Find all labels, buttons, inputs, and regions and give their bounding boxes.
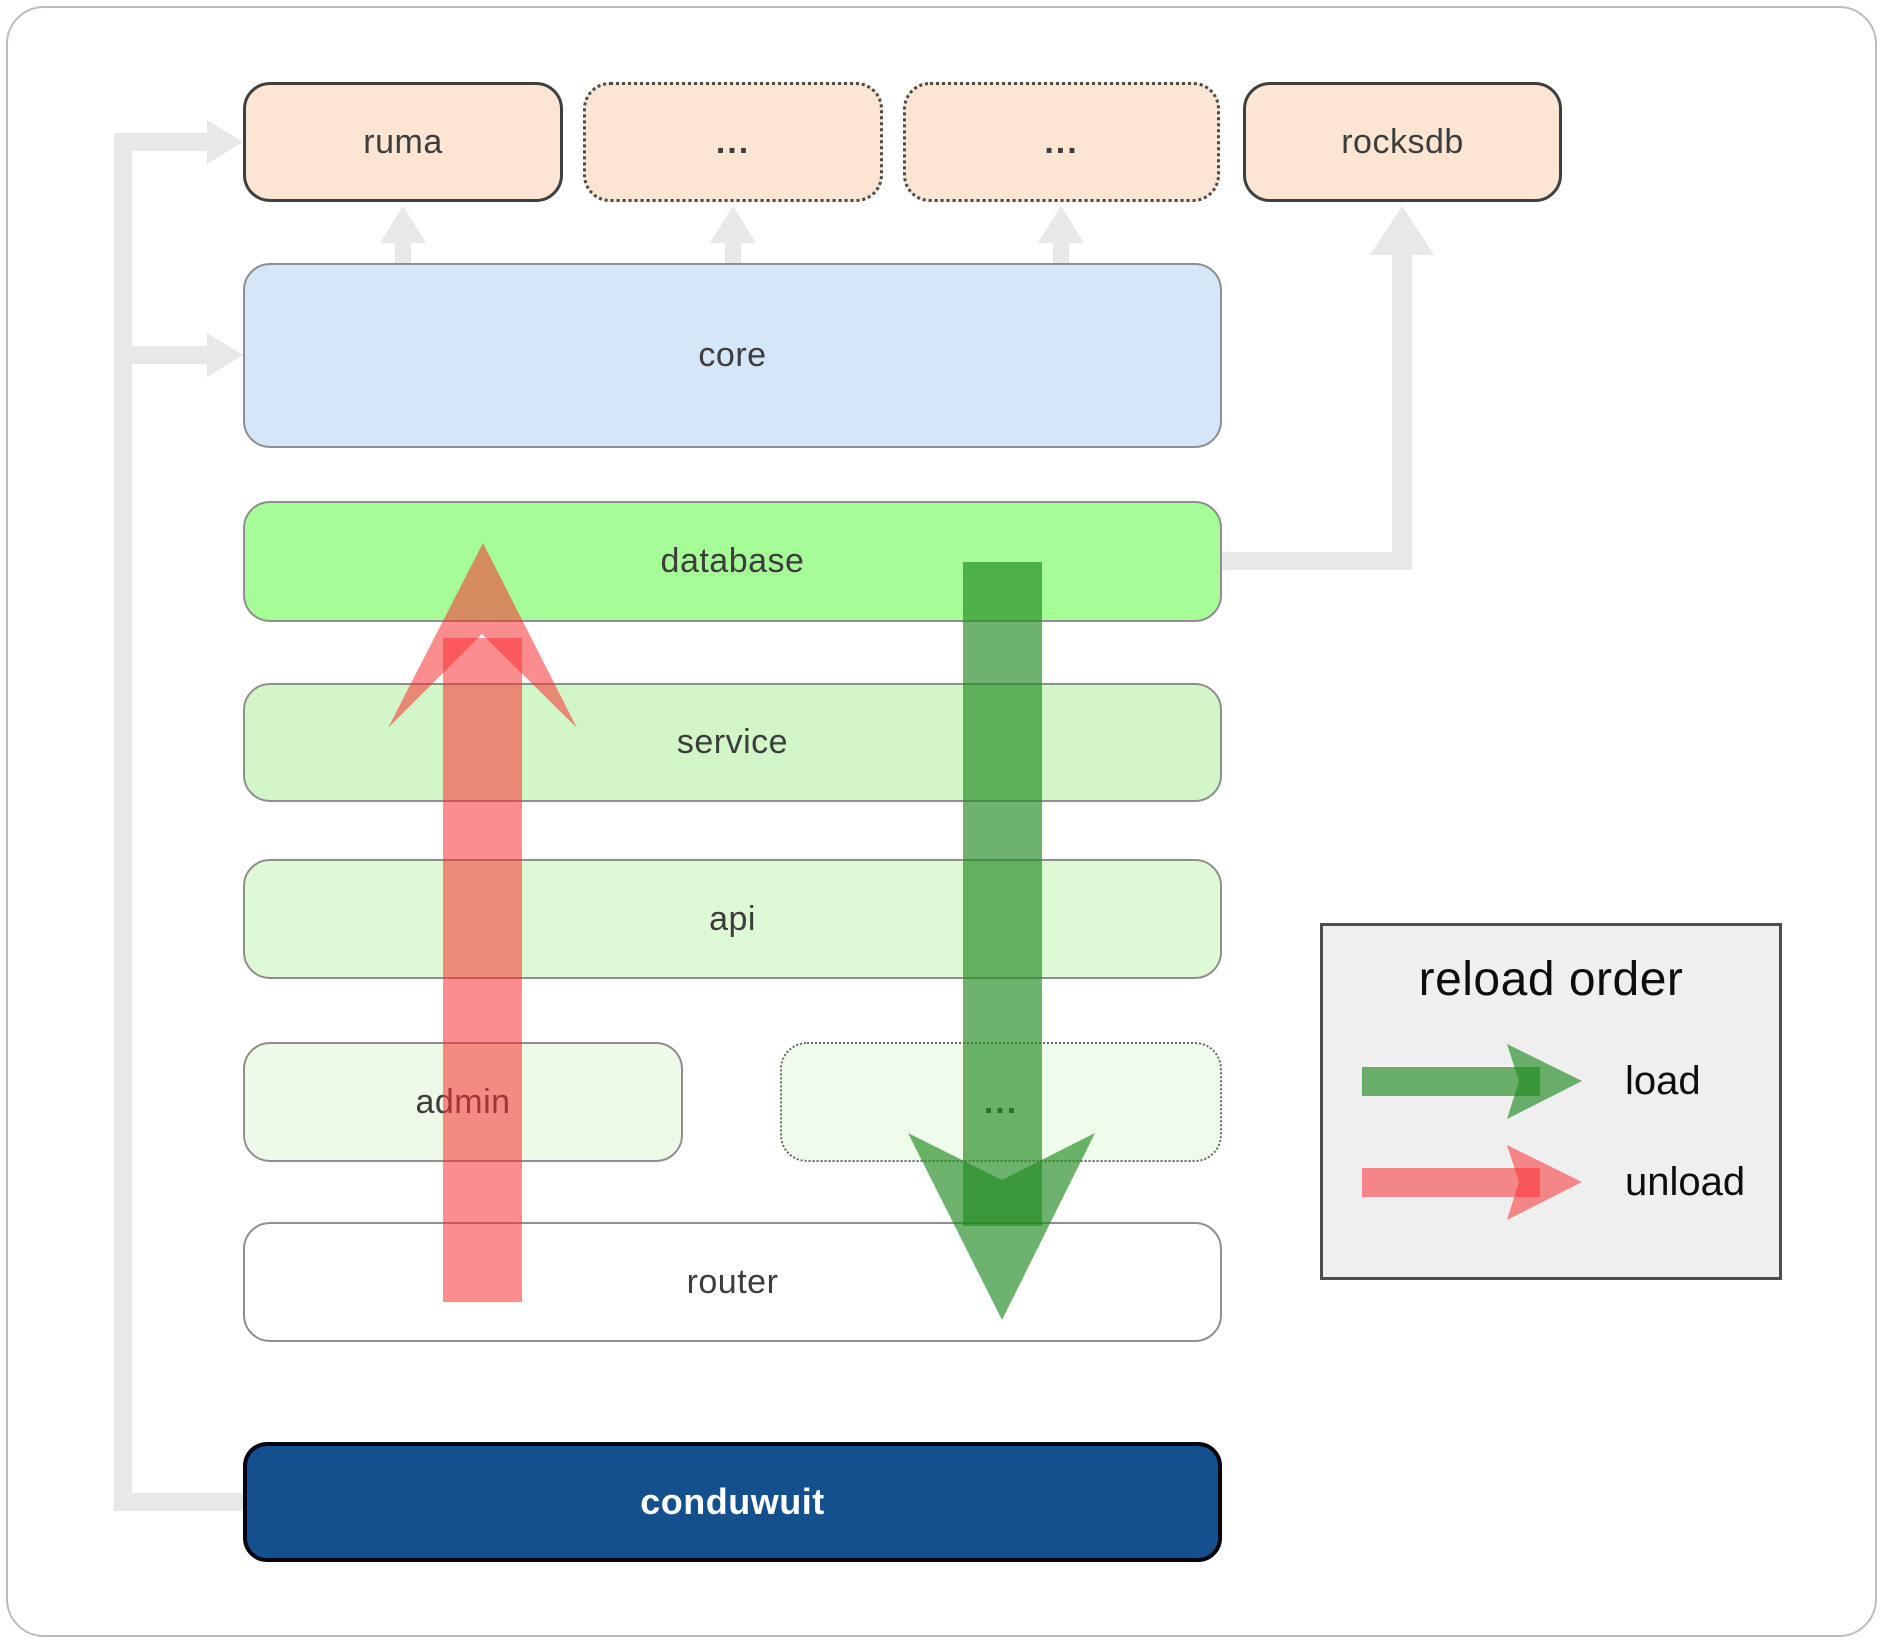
box-api: api (243, 859, 1222, 979)
database-label: database (660, 542, 805, 580)
legend-unload-arrow-icon (1362, 1145, 1582, 1220)
ellipsis-1-label: ... (715, 122, 751, 161)
trunk-to-ruma-arrowhead-icon (207, 120, 243, 164)
legend-load-arrow-icon (1362, 1044, 1582, 1119)
database-to-rocksdb-hline (1222, 552, 1412, 570)
load-arrow-shaft (963, 562, 1042, 1226)
rocksdb-label: rocksdb (1341, 122, 1464, 161)
core-to-ruma-line (395, 240, 411, 263)
box-database: database (243, 501, 1222, 622)
core-to-ellipsis1-line (725, 240, 741, 263)
diagram-frame (6, 6, 1877, 1637)
core-to-ellipsis2-arrowhead-icon (1038, 206, 1084, 243)
unload-arrow (388, 543, 577, 1302)
legend-load-label: load (1625, 1058, 1701, 1103)
core-to-ruma-arrowhead-icon (380, 206, 426, 243)
box-conduwuit: conduwuit (243, 1442, 1222, 1562)
load-arrow (908, 562, 1095, 1320)
box-core: core (243, 263, 1222, 448)
legend-box (1320, 923, 1782, 1280)
core-to-ellipsis1-arrowhead-icon (710, 206, 756, 243)
box-ellipsis-2: ... (903, 82, 1220, 202)
ellipsis-2-label: ... (1044, 122, 1079, 161)
core-label: core (698, 336, 767, 374)
database-to-rocksdb-vline (1392, 250, 1412, 570)
trunk-to-core-line (132, 346, 208, 364)
load-arrowhead-icon (908, 1133, 1095, 1320)
unload-arrow-shaft (443, 638, 522, 1302)
trunk-to-core-arrowhead-icon (207, 333, 243, 377)
conduwuit-label: conduwuit (640, 1481, 825, 1522)
legend-unload-label: unload (1625, 1159, 1746, 1204)
router-label: router (686, 1262, 779, 1301)
service-label: service (676, 723, 789, 761)
box-ellipsis-1: ... (583, 82, 883, 202)
ruma-label: ruma (363, 122, 443, 161)
conduwuit-to-trunk-line (132, 1493, 243, 1511)
unload-arrowhead-icon (388, 543, 577, 728)
trunk-to-ruma-line (132, 133, 208, 151)
database-to-rocksdb-arrowhead-icon (1370, 206, 1434, 255)
conduwuit-trunk-line (114, 133, 132, 1511)
box-router: router (243, 1222, 1222, 1342)
box-ruma: ruma (243, 82, 563, 202)
api-label: api (709, 899, 756, 938)
box-rocksdb: rocksdb (1243, 82, 1562, 202)
core-to-ellipsis2-line (1053, 240, 1069, 263)
legend-title: reload order (1418, 953, 1684, 1006)
